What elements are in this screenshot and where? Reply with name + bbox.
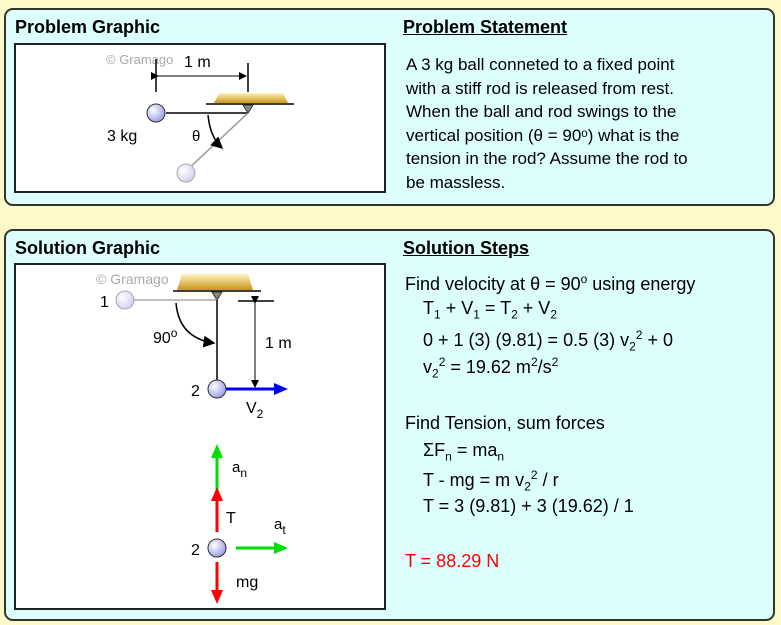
angle-label: 90o [153, 326, 178, 347]
answer: T = 88.29 N [405, 551, 500, 571]
problem-statement: A 3 kg ball conneted to a fixed point wi… [406, 53, 688, 194]
fbd-position-label: 2 [191, 542, 200, 559]
at-label: at [274, 516, 286, 537]
statement-line: be massless. [406, 172, 506, 192]
step-velocity-heading: Find velocity at θ = 90o using energy [405, 272, 696, 294]
pivot [211, 291, 223, 301]
pivot [242, 104, 254, 114]
height-label: 1 m [265, 335, 292, 352]
energy-equation: T1 + V1 = T2 + V2 [423, 298, 557, 322]
problem-statement-title: Problem Statement [403, 17, 568, 37]
solution-steps-title: Solution Steps [403, 238, 529, 258]
theta-label: θ [192, 128, 200, 145]
statement-line: A 3 kg ball conneted to a fixed point [406, 55, 675, 74]
statement-line: with a stiff rod is released from rest. [406, 78, 675, 98]
position-2-label: 2 [191, 383, 200, 400]
watermark: © Gramago [106, 52, 173, 67]
solution-diagram: © Gramago 1 90o 1 m 2 V2 an T [14, 263, 386, 610]
velocity-label: V2 [246, 400, 264, 421]
problem-diagram: © Gramago 1 m 3 kg θ [14, 43, 386, 193]
ball-initial [146, 103, 166, 123]
an-label: an [232, 459, 247, 480]
tension-equation: T - mg = m v22 / r [423, 468, 559, 494]
length-label: 1 m [184, 54, 211, 71]
ceiling-support [177, 274, 253, 290]
watermark: © Gramago [96, 271, 169, 287]
statement-line: tension in the rod? Assume the rod to [406, 149, 688, 168]
statement-line: When the ball and rod swings to the [406, 102, 677, 121]
step-tension-heading: Find Tension, sum forces [405, 413, 605, 433]
problem-panel: Problem Graphic Problem Statement © Gram… [4, 8, 775, 206]
problem-graphic-title: Problem Graphic [15, 17, 161, 37]
ball-fbd [207, 538, 227, 558]
ball-position-1 [115, 290, 135, 310]
ball-swung [176, 163, 196, 183]
solution-graphic-title: Solution Graphic [15, 238, 161, 258]
weight-label: mg [236, 574, 258, 591]
position-1-label: 1 [100, 294, 109, 311]
velocity-result: v22 = 19.62 m2/s2 [423, 355, 559, 381]
normal-force-equation: ΣFn = man [423, 440, 505, 464]
ball-position-2 [207, 379, 227, 399]
mass-label: 3 kg [107, 128, 137, 145]
solution-panel: Solution Graphic Solution Steps © Gramag… [4, 229, 775, 621]
tension-label: T [226, 510, 236, 527]
ceiling-support [214, 93, 288, 103]
statement-line: vertical position (θ = 90ᵒ) what is the [406, 125, 680, 145]
energy-substitution: 0 + 1 (3) (9.81) = 0.5 (3) v22 + 0 [423, 328, 674, 354]
tension-substitution: T = 3 (9.81) + 3 (19.62) / 1 [423, 496, 634, 516]
